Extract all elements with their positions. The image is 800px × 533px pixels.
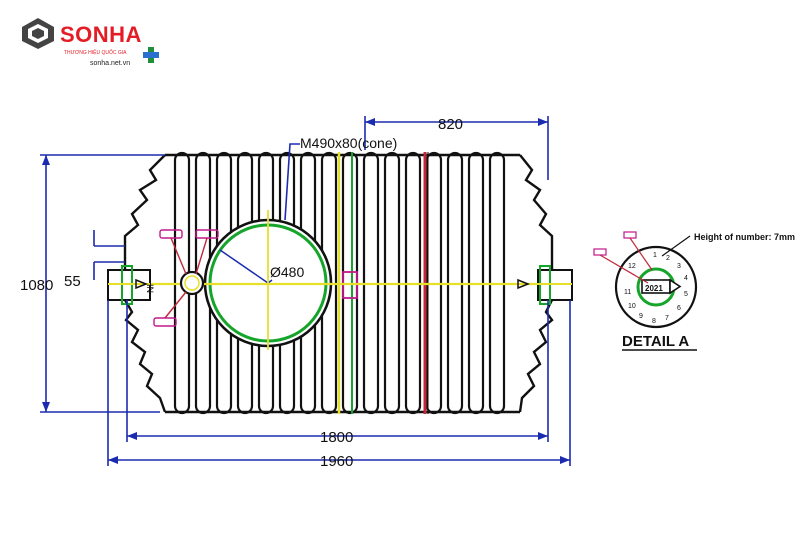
svg-text:7: 7 [665, 315, 669, 322]
manhole-radius-line [219, 249, 269, 284]
svg-text:9: 9 [639, 313, 643, 320]
detail-note: Height of number: 7mm [694, 232, 795, 242]
svg-text:11: 11 [624, 289, 631, 296]
brand-tagline: THƯƠNG HIỆU QUỐC GIA [64, 50, 127, 56]
detail-title: DETAIL A [622, 333, 689, 350]
detail-year: 2021 [645, 284, 663, 293]
vent-pipe-circle [179, 270, 205, 296]
svg-text:5: 5 [684, 291, 688, 298]
cone-label: M490x80(cone) [300, 135, 397, 151]
inlet-offset-label: 55 [64, 273, 81, 290]
brand-logo: SONHA THƯƠNG HIỆU QUỐC GIA sonha.net.vn [18, 16, 178, 76]
svg-text:1: 1 [653, 252, 657, 259]
inlet-pipe: IN [107, 265, 155, 305]
brand-name: SONHA [60, 22, 142, 47]
brand-url: sonha.net.vn [90, 60, 131, 67]
svg-text:3: 3 [677, 263, 681, 270]
outlet-arrow-icon [517, 278, 531, 290]
svg-text:10: 10 [628, 303, 636, 310]
height-dimension-label: 1080 [20, 277, 53, 294]
dimension-lines [40, 116, 571, 466]
quality-badge-icon [143, 47, 159, 63]
inner-length-label: 1800 [320, 429, 353, 446]
annotation-markers [153, 229, 219, 327]
inlet-arrow-icon [135, 278, 149, 290]
manhole-diameter-label: Ø480 [270, 264, 304, 280]
top-dimension-label: 820 [438, 116, 463, 133]
svg-text:12: 12 [628, 263, 636, 270]
outlet-pipe [515, 265, 573, 305]
svg-text:8: 8 [652, 318, 656, 325]
svg-text:IN: IN [145, 284, 155, 293]
total-length-label: 1960 [320, 453, 353, 470]
svg-text:4: 4 [684, 275, 688, 282]
svg-text:2: 2 [666, 255, 670, 262]
detail-arrow-icon [669, 278, 682, 295]
dimension-arrows [42, 118, 570, 464]
svg-text:6: 6 [677, 305, 681, 312]
sonha-logo-icon [22, 18, 54, 49]
